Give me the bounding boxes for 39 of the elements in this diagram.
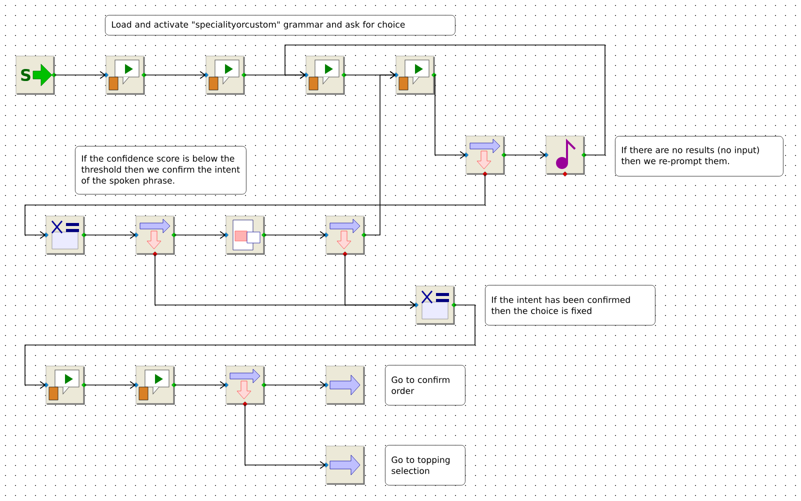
- connector: [364, 71, 396, 236]
- action-box: [223, 216, 267, 255]
- assign-box: [413, 286, 457, 325]
- connector: [24, 304, 476, 389]
- connector: [144, 71, 206, 79]
- prompt-box: [43, 366, 87, 405]
- note-box: Go to topping selection: [385, 445, 466, 486]
- connector: [174, 381, 226, 389]
- decision-box: [223, 366, 267, 407]
- connector: [54, 71, 106, 79]
- connector: [264, 381, 326, 389]
- decision-box: [133, 216, 177, 257]
- prompt-box: [133, 366, 177, 405]
- connector: [504, 151, 546, 159]
- connector: [84, 231, 136, 239]
- goto-box: [323, 366, 365, 405]
- prompt-box: [103, 56, 147, 95]
- start-box: S: [16, 56, 57, 95]
- assign-box: [43, 216, 87, 255]
- connector: [344, 254, 416, 309]
- connector: [24, 174, 486, 239]
- connector: [174, 231, 226, 239]
- prompt-box: [303, 56, 347, 95]
- note-box: Load and activate "specialityorcustom" grammar and ask for choice: [105, 15, 456, 36]
- prompt-box: [393, 56, 437, 95]
- connector: [264, 231, 326, 239]
- connector: [84, 381, 136, 389]
- prompt-box: [203, 56, 247, 95]
- note-box: If there are no results (no input) then we re-prompt them.: [615, 136, 784, 176]
- audio-box: [543, 136, 587, 177]
- decision-box: [323, 216, 367, 257]
- note-box: If the intent has been confirmed then the choice is fixed: [485, 285, 656, 326]
- decision-box: [463, 136, 507, 177]
- note-box: Go to confirm order: [385, 365, 466, 406]
- connector: [434, 74, 466, 159]
- connector: [284, 44, 606, 156]
- goto-box: [323, 446, 365, 485]
- connector: [244, 404, 326, 469]
- note-box: If the confidence score is below the threshold then we confirm the intent of the spoken phrase.: [75, 146, 246, 194]
